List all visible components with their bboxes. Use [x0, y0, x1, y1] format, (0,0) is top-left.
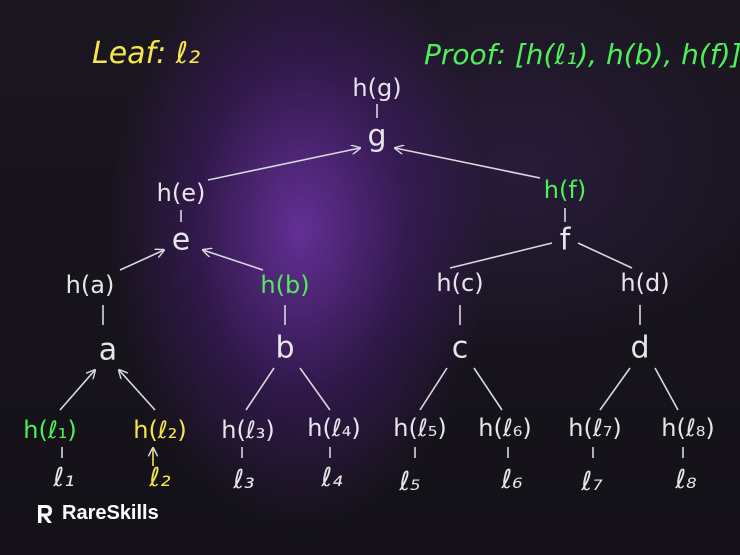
node-f: f — [559, 222, 571, 258]
a-to-e-arrow — [119, 250, 164, 271]
hash-d: h(d) — [620, 269, 670, 297]
hash-leaf-7: h(ℓ₇) — [568, 414, 622, 442]
brand-name: RareSkills — [62, 502, 159, 524]
l1-to-a-arrow — [59, 370, 95, 411]
leaf-6: ℓ₆ — [501, 465, 523, 495]
hash-c: h(c) — [436, 269, 484, 297]
leaf-8: ℓ₈ — [675, 465, 697, 495]
l3-to-b-line — [245, 367, 275, 411]
node-c: c — [451, 330, 469, 366]
hash-leaf-8: h(ℓ₈) — [661, 414, 715, 442]
hash-f: h(f) — [543, 176, 587, 204]
hash-leaf-4: h(ℓ₄) — [307, 414, 361, 442]
e-to-g-arrow — [207, 148, 360, 181]
leaf-title: Leaf: ℓ₂ — [92, 36, 201, 71]
l2-to-a-arrow — [119, 370, 156, 411]
node-b: b — [275, 330, 295, 366]
f-to-g-arrow — [395, 148, 541, 179]
hash-a: h(a) — [65, 271, 115, 299]
d-to-f-line — [577, 242, 633, 269]
proof-title: Proof: [h(ℓ₁), h(b), h(f)] — [424, 38, 740, 71]
leaf-5: ℓ₅ — [399, 467, 421, 497]
leaf-4: ℓ₄ — [321, 463, 343, 493]
node-g: g — [367, 118, 387, 154]
l8-to-d-line — [654, 367, 679, 411]
b-to-e-arrow — [203, 250, 264, 271]
leaf-7: ℓ₇ — [581, 467, 603, 497]
rareskills-logo-icon — [38, 504, 52, 523]
c-to-f-line — [449, 242, 553, 269]
leaf-2: ℓ₂ — [149, 463, 171, 493]
node-a: a — [98, 332, 118, 368]
hash-leaf-3: h(ℓ₃) — [221, 416, 275, 444]
leaf-3: ℓ₃ — [233, 465, 255, 495]
hash-leaf-1: h(ℓ₁) — [23, 416, 77, 444]
hash-b: h(b) — [260, 271, 310, 299]
l5-to-c-line — [419, 367, 448, 411]
l4-to-b-line — [299, 367, 331, 411]
node-d: d — [630, 330, 650, 366]
hash-g: h(g) — [352, 74, 402, 102]
leaf-1: ℓ₁ — [53, 463, 75, 493]
node-e: e — [171, 222, 191, 258]
l6-to-c-line — [473, 367, 503, 411]
rareskills-brand: RareSkills — [36, 502, 159, 525]
hash-leaf-6: h(ℓ₆) — [478, 414, 532, 442]
hash-leaf-2: h(ℓ₂) — [133, 416, 187, 444]
l7-to-d-line — [599, 367, 631, 411]
hash-e: h(e) — [156, 179, 206, 207]
hash-leaf-5: h(ℓ₅) — [393, 414, 447, 442]
